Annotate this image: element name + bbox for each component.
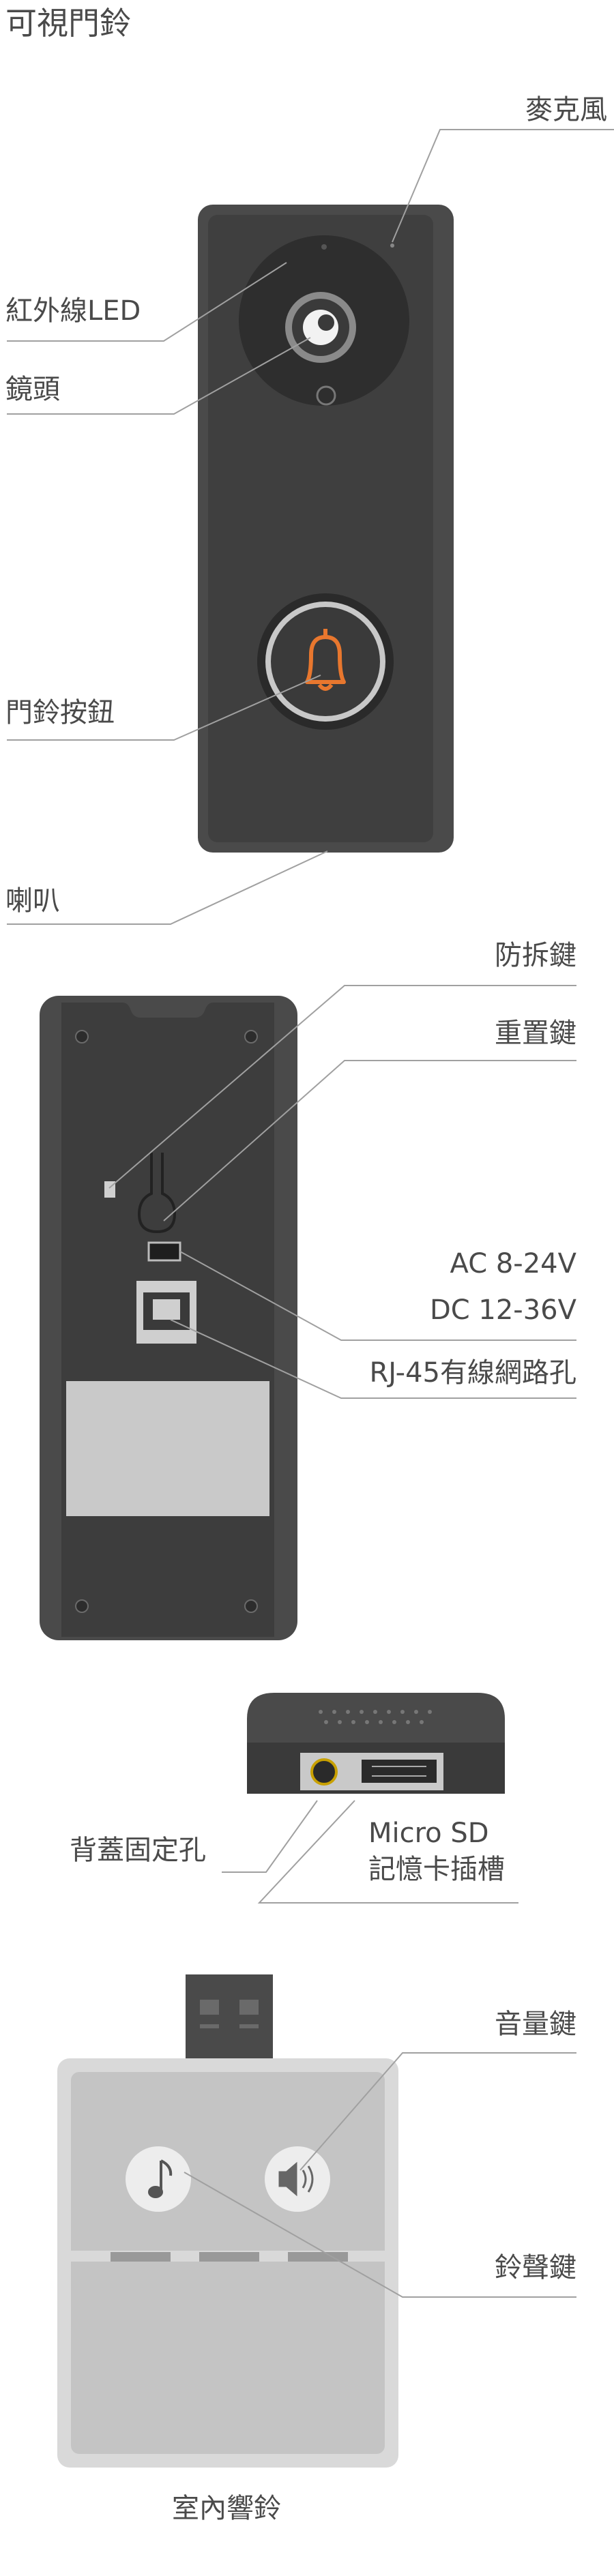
cover-screw-icon: [310, 1758, 338, 1786]
light-sensor-icon: [316, 385, 336, 406]
doorbell-front: [198, 205, 454, 853]
doorbell-back: [40, 996, 297, 1640]
music-note-icon: [148, 2159, 173, 2198]
label-cover-screw-hole: 背蓋固定孔: [70, 1835, 206, 1866]
bell-icon: [305, 629, 346, 691]
microsd-slot-icon: [362, 1760, 437, 1783]
back-leader-lines: [108, 985, 576, 1399]
ringtone-button: [126, 2146, 191, 2212]
doorbell-bottom: [247, 1693, 505, 1794]
label-speaker: 喇叭: [5, 885, 60, 917]
label-indoor-chime: 室內響鈴: [172, 2493, 281, 2524]
front-leader-lines: [7, 129, 614, 925]
ir-led-icon: [321, 244, 327, 250]
label-microphone: 麥克風: [525, 94, 607, 125]
label-lens: 鏡頭: [5, 374, 60, 405]
label-ir-led: 紅外線LED: [5, 295, 141, 327]
label-tamper-key: 防拆鍵: [495, 940, 576, 971]
bottom-leader-lines: [222, 1800, 518, 1904]
power-terminal-icon: [147, 1241, 181, 1262]
indoor-chime: [57, 1974, 398, 2468]
speaker-volume-icon: [278, 2161, 314, 2197]
label-reset-key: 重置鍵: [495, 1018, 576, 1049]
usb-plug-icon: [186, 1974, 273, 2060]
microphone-hole-icon: [390, 243, 394, 248]
label-dc-power: DC 12-36V: [429, 1294, 576, 1326]
label-sticker: [66, 1381, 269, 1516]
volume-button: [265, 2146, 330, 2212]
page-title: 可視門鈴: [5, 5, 131, 42]
label-ac-power: AC 8-24V: [450, 1248, 576, 1279]
label-volume-key: 音量鍵: [495, 2009, 576, 2040]
chime-leader-lines: [184, 2052, 576, 2298]
label-microsd-line1: Micro SD: [368, 1818, 489, 1849]
mount-keyhole-icon: [137, 1153, 177, 1234]
label-rj45-port: RJ-45有線網路孔: [369, 1357, 577, 1389]
label-ringtone-key: 鈴聲鍵: [495, 2252, 576, 2283]
label-doorbell-button: 門鈴按鈕: [5, 697, 115, 728]
label-microsd-line2: 記憶卡插槽: [368, 1854, 505, 1885]
